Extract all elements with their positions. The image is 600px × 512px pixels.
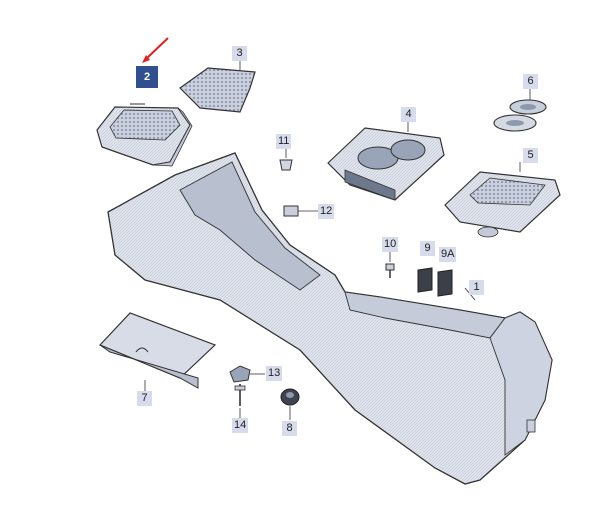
- callout-9A: 9A: [439, 247, 457, 262]
- part-7-storage-box: [98, 312, 217, 392]
- part-14-screw: [234, 384, 246, 418]
- callout-14: 14: [232, 418, 249, 433]
- part-11-clip: [279, 148, 293, 171]
- red-pointer-arrow: [142, 37, 169, 63]
- part-9A-pad: [437, 269, 453, 297]
- part-8-grommet: [280, 388, 300, 420]
- callout-2: 2: [136, 66, 158, 88]
- part-9-pad: [417, 267, 433, 293]
- part-4-cup-holder: [327, 118, 445, 201]
- part-3-mat: [179, 60, 256, 113]
- part-12-clip: [283, 205, 318, 217]
- callout-4: 4: [401, 107, 416, 122]
- callout-12: 12: [318, 204, 335, 219]
- part-5-console-insert: [444, 162, 561, 238]
- part-10-screw: [385, 252, 395, 278]
- callout-7: 7: [137, 391, 152, 406]
- callout-11: 11: [276, 134, 292, 149]
- callout-9: 9: [420, 241, 435, 256]
- callout-10: 10: [382, 237, 399, 252]
- callout-3: 3: [232, 46, 247, 61]
- part-13-clip: [229, 365, 265, 383]
- callout-1: 1: [469, 280, 484, 295]
- callout-8: 8: [282, 421, 297, 436]
- part-2-tray-insert: [96, 103, 193, 167]
- callout-6: 6: [523, 74, 538, 89]
- callout-5: 5: [523, 148, 538, 163]
- part-1-center-console: [107, 152, 553, 485]
- callout-13: 13: [266, 366, 283, 381]
- part-6-round-clips: [493, 88, 547, 132]
